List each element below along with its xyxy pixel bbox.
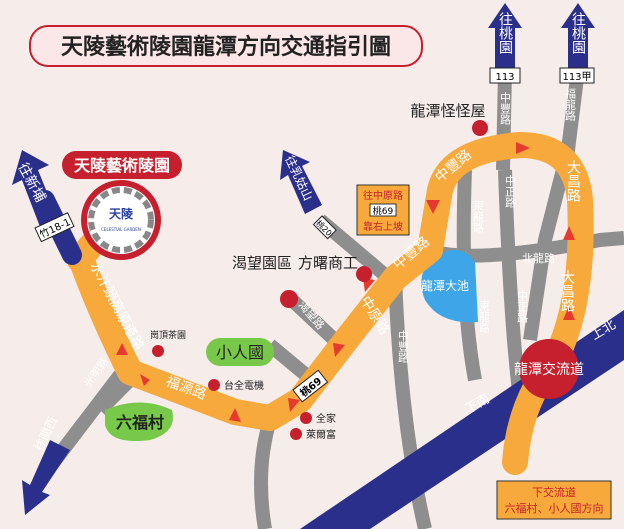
exit-hint-box: 下交流道 六福村、小人國方向 [496,480,612,520]
roads-zhongfeng-low-label: 中豐路 [397,330,410,364]
road-zhongfeng-south [388,274,432,529]
marker-fangshu [356,266,372,282]
landmarks-window-of-china-label: 小人國 [216,343,264,362]
roads-donglong-2-label: 東龍路 [478,300,491,334]
road-south-tao69 [254,417,277,529]
roads-zhongfeng-top-label: 中豐路 [499,92,512,126]
notes-exit-hint-0-label: 下交流道 [532,485,576,499]
page-title: 天陵藝術陵園龍潭方向交通指引圖 [61,34,391,60]
cemetery-label-bg [62,151,182,179]
roads-dachang-2-label: 大昌路 [559,270,575,312]
window-of-china-bg [206,338,274,366]
cemetery-logo-text-label: 天陵 [109,206,134,221]
route-arrow [426,200,440,214]
roads-fulong-label: 福龍路 [564,87,577,122]
landmarks-pond-label: 龍潭大池 [421,278,469,293]
interchange-marker[interactable] [519,339,579,399]
destinations-taoyuan-1-label: 往桃園 [497,12,513,54]
route-arrow [140,374,150,386]
landmarks-fangshu-label: 方曙商工 [298,254,358,272]
landmarks-kewang-park-label: 渴望園區 [232,254,292,272]
route-arrow [229,408,241,422]
route-arrow [288,398,300,412]
cemetery-logo-sub-label: CELESTIAL GARDEN [101,227,141,232]
marker-familymart [300,412,312,424]
route-arrow [516,142,530,154]
roads-beilong-label: 北龍路 [522,251,555,265]
title-banner: 天陵藝術陵園龍潭方向交通指引圖 [29,25,423,67]
landmarks-guaiguaiwu-label: 龍潭怪怪屋 [410,102,485,120]
route-arrow [563,306,575,320]
marker-kewang [280,290,298,308]
marker-guaiguaiwu [472,120,488,136]
roads-donglong-1-label: 東龍路 [472,200,485,234]
landmarks-interchange-label: 龍潭交流道 [514,361,584,378]
landmarks-hilife-label: 萊爾富 [306,428,336,441]
marker-taiquan [208,379,220,391]
longtan-pond [421,249,478,323]
arrow-rugushan [280,150,322,214]
marker-hilife [290,428,302,440]
route-arrow [563,226,575,240]
route-arrow [116,343,128,355]
roads-zhongzheng-1-label: 中正路 [504,175,517,209]
landmarks-tea-garden-label: 崗頂茶園 [150,329,186,341]
road-zhongzheng [498,169,527,401]
notes-exit-hint-1-label: 六福村、小人國方向 [505,501,604,515]
notes-zhongyuan-hint-0-label: 往中原路 [363,189,403,202]
arrow-guanxi [22,440,70,515]
arrow-taoyuan-1 [488,3,522,70]
marker-tea-garden [152,345,164,357]
roads-dachang-1-label: 大昌路 [565,160,581,202]
notes-zhongyuan-hint-2-label: 靠右上坡 [363,220,403,233]
landmarks-familymart-label: 全家 [316,412,336,425]
arrow-xinpu [12,150,59,232]
cemetery-logo[interactable]: 天陵 CELESTIAL GARDEN [81,180,161,260]
route-arrow [333,343,345,357]
destinations-route-113a-label: 113甲 [562,72,591,83]
leofoo-bg [105,402,174,441]
zhongyuan-hint-box: 往中原路 桃69 靠右上坡 [356,184,410,236]
cemetery-name: 天陵藝術陵園 [74,156,170,175]
landmarks: 龍潭怪怪屋 渴望園區 方曙商工 龍潭大池 崗頂茶園 小人國 六福村 台全電機 全… [105,102,584,441]
destinations-route-113-label: 113 [495,72,514,83]
arrow-taoyuan-2 [561,3,595,70]
road-fulong [523,69,585,342]
direction-arrows [12,3,595,515]
roads-zhongzheng-2-label: 中正路 [516,290,529,324]
notes-zhongyuan-hint-1-label: 桃69 [373,205,394,217]
landmarks-taiquan-label: 台全電機 [224,379,264,392]
landmarks-leofoo-label: 六福村 [116,413,164,432]
destinations-taoyuan-2-label: 往桃園 [570,12,586,54]
route-arrows [116,142,575,422]
